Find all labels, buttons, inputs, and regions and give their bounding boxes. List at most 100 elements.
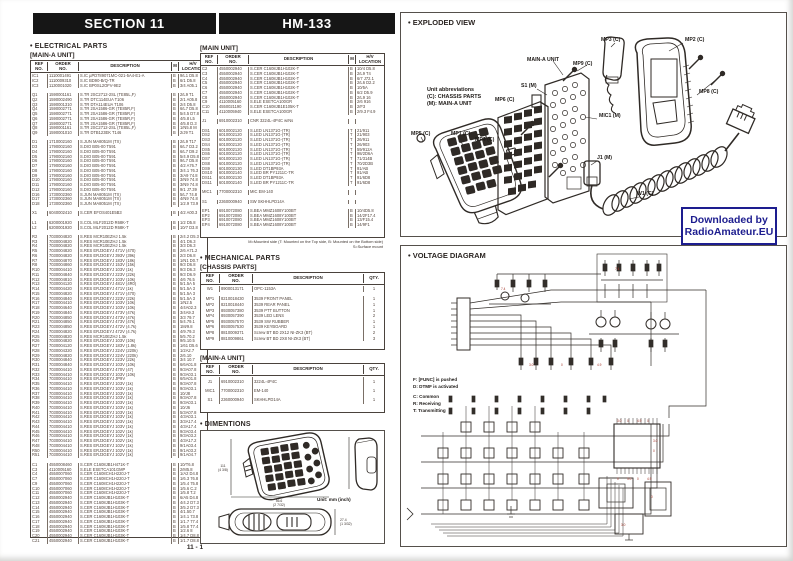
badge-line2: RadioAmateur.EU bbox=[684, 226, 774, 238]
label-s1: S1 (M) bbox=[521, 83, 537, 89]
svg-text:3.0: 3.0 bbox=[617, 419, 622, 423]
badge-line1: Downloaded by bbox=[690, 214, 768, 226]
svg-text:3.0: 3.0 bbox=[529, 363, 534, 367]
label-j1: J1 (M) bbox=[597, 155, 612, 161]
label-w1: W1 (C) bbox=[637, 191, 654, 197]
model-header-bar: HM-133 bbox=[219, 13, 395, 34]
dim-width-label: 56.6 bbox=[276, 499, 283, 503]
svg-text:0: 0 bbox=[647, 419, 649, 423]
voltage-diagram-box: • VOLTAGE DIAGRAM bbox=[400, 245, 787, 547]
svg-text:3.0: 3.0 bbox=[627, 477, 632, 481]
svg-text:0: 0 bbox=[627, 419, 629, 423]
svg-text:0: 0 bbox=[637, 477, 639, 481]
dimensions-drawing: 111 (4 3/8) 56.6 (2 7/32) 27.4 (1 3/32) … bbox=[218, 432, 378, 536]
unit-label: Unit: mm (inch) bbox=[317, 497, 351, 502]
electrical-parts-heading: • ELECTRICAL PARTS bbox=[30, 43, 108, 50]
unit-abbrev-maina: (M): MAIN-A UNIT bbox=[427, 101, 472, 107]
main-unit-label: [MAIN UNIT] bbox=[200, 45, 238, 52]
svg-text:7.4: 7.4 bbox=[501, 287, 506, 291]
legend-receiving: R: Receiving bbox=[413, 401, 441, 406]
label-mp5: MP5 (C) bbox=[411, 131, 431, 137]
legend-common: C: Common bbox=[413, 394, 439, 399]
main-a-unit2-label: [MAIN-A UNIT] bbox=[200, 355, 245, 362]
legend-func: F: [FUNC] is pushed bbox=[413, 377, 457, 382]
label-mp2: MP2 (C) bbox=[685, 37, 705, 43]
legend-transmitting: T: Transmitting bbox=[413, 408, 446, 413]
label-mp1: MP1 (C) bbox=[451, 131, 471, 137]
